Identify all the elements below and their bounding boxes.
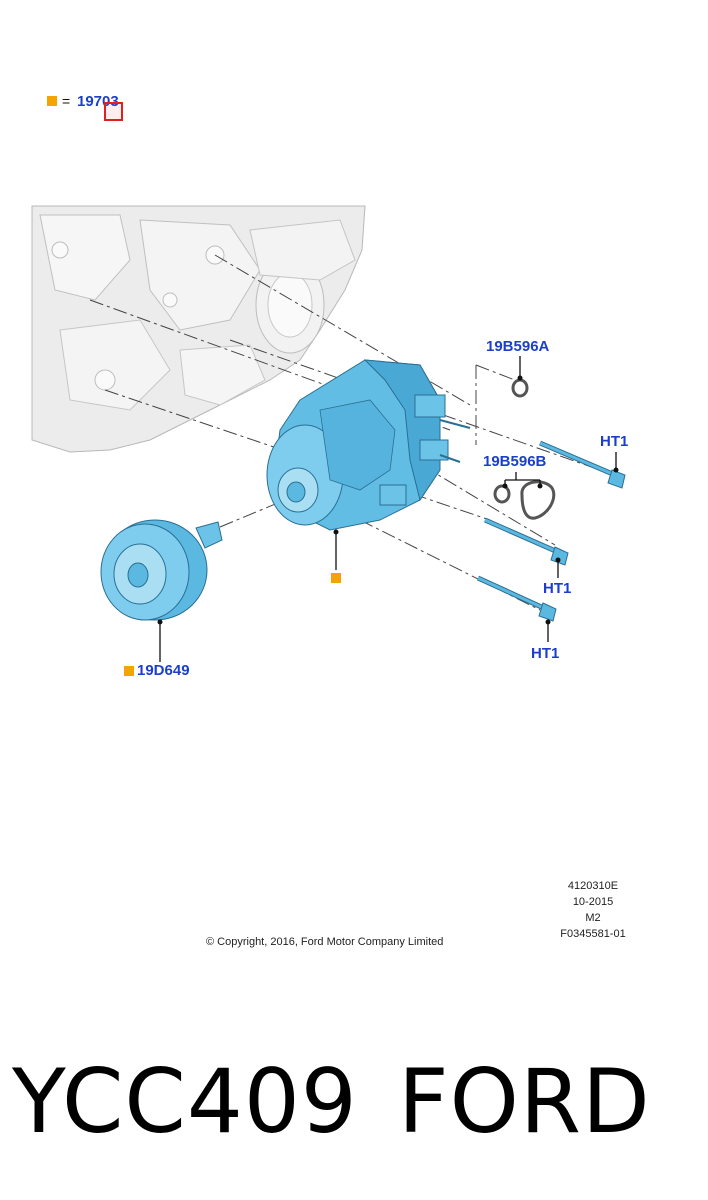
pulley-illustration [100, 519, 223, 621]
callout-pulley[interactable]: 19D649 [137, 662, 190, 679]
drawing-file-id: F0345581-01 [560, 928, 626, 940]
engine-block-illustration [31, 205, 366, 453]
legend-equals: = [62, 93, 71, 109]
ac-compressor-illustration [266, 359, 471, 531]
callout-bolt-3[interactable]: HT1 [531, 645, 560, 662]
seal-b-illustration [493, 480, 556, 520]
legend-marker-square [47, 96, 57, 106]
selection-highlight-box[interactable] [104, 102, 123, 121]
callout-bolt-1[interactable]: HT1 [600, 433, 629, 450]
drawing-revision: M2 [585, 912, 601, 924]
pulley-marker-square [124, 666, 134, 676]
leader-dots [157, 375, 619, 625]
leader-lines [159, 356, 617, 662]
part-code-title: YCC409 [12, 1050, 358, 1153]
compressor-marker-square[interactable] [331, 573, 341, 583]
callout-seal-b[interactable]: 19B596B [483, 453, 547, 470]
drawing-number: 4120310E [567, 880, 619, 892]
callout-seal-a[interactable]: 19B596A [486, 338, 550, 355]
bolt-illustrations [476, 440, 626, 622]
seal-a-illustration [511, 378, 529, 398]
legend-part-link[interactable]: 19703 [77, 93, 119, 110]
callout-bolt-2[interactable]: HT1 [543, 580, 572, 597]
copyright-notice: © Copyright, 2016, Ford Motor Company Li… [206, 936, 444, 948]
brand-title: FORD [398, 1050, 651, 1153]
drawing-date: 10-2015 [572, 896, 614, 908]
drawing-metadata: 4120310E 10-2015 M2 F0345581-01 [548, 878, 638, 942]
